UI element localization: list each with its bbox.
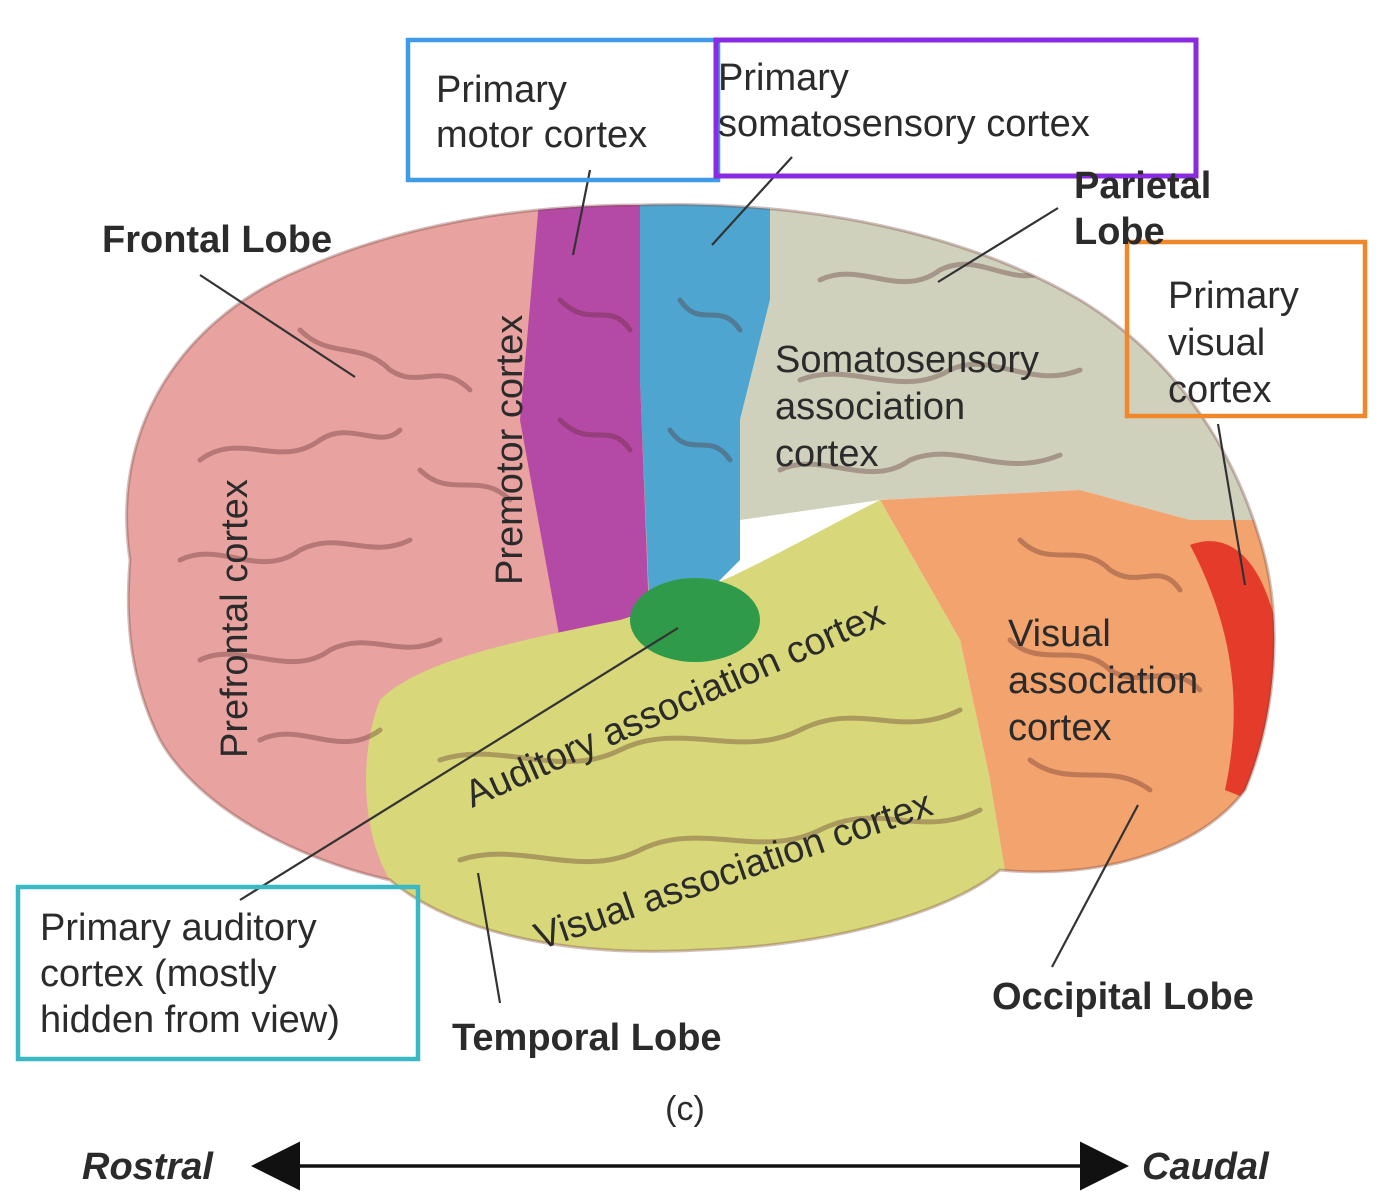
leader-lines <box>199 156 1247 1004</box>
caudal-label: Caudal <box>1142 1146 1270 1188</box>
primary-somatosensory-label: Primary somatosensory cortex <box>718 57 1090 145</box>
primary-visual-cortex-region <box>1190 541 1275 800</box>
somatosensory-association-label: Somatosensory association cortex <box>775 339 1050 475</box>
primary-auditory-label-line: hidden from view) <box>40 999 340 1041</box>
primary-motor-label-line: Primary <box>436 69 567 111</box>
primary-somatosensory-box <box>713 37 1199 179</box>
primary-auditory-cortex-region <box>630 578 760 662</box>
primary-visual-label: Primary visual cortex <box>1168 275 1309 411</box>
primary-visual-box <box>1124 239 1368 419</box>
somatosensory-association-label-line: association <box>775 386 965 428</box>
prefrontal-cortex-label: Prefrontal cortex <box>214 479 256 758</box>
primary-auditory-box <box>15 884 421 1062</box>
primary-auditory-label-line: cortex (mostly <box>40 953 276 995</box>
brain-outline <box>125 203 1276 953</box>
primary-motor-label-line: motor cortex <box>436 114 647 156</box>
visual-association-occipital-label: Visual association cortex <box>1008 613 1209 749</box>
somatosensory-association-label-line: Somatosensory <box>775 339 1039 381</box>
primary-visual-label-line: Primary <box>1168 275 1299 317</box>
primary-visual-label-line: visual <box>1168 322 1265 364</box>
primary-motor-label: Primary motor cortex <box>436 69 647 156</box>
occipital-lobe-region <box>880 490 1275 900</box>
primary-somatosensory-label-line: Primary <box>718 57 849 99</box>
frontal-lobe-label: Frontal Lobe <box>102 219 332 261</box>
parietal-lobe-label-line: Lobe <box>1074 211 1165 253</box>
visual-association-occipital-label-line: cortex <box>1008 707 1111 749</box>
parietal-lobe-label-line: Parietal <box>1074 165 1211 207</box>
premotor-cortex-label: Premotor cortex <box>489 315 531 585</box>
temporal-lobe-label: Temporal Lobe <box>452 1017 722 1059</box>
temporal-lobe-region <box>366 500 1005 952</box>
primary-motor-cortex-region <box>640 204 790 620</box>
occipital-lobe-label: Occipital Lobe <box>992 976 1254 1018</box>
panel-label: (c) <box>665 1090 705 1128</box>
primary-auditory-label: Primary auditory cortex (mostly hidden f… <box>40 907 340 1041</box>
visual-association-occipital-label-line: association <box>1008 660 1198 702</box>
primary-somatosensory-label-line: somatosensory cortex <box>718 103 1090 145</box>
visual-association-occipital-label-line: Visual <box>1008 613 1111 655</box>
primary-auditory-label-line: Primary auditory <box>40 907 317 949</box>
brain-regions <box>126 204 1275 952</box>
premotor-cortex-region <box>520 204 660 640</box>
primary-visual-label-line: cortex <box>1168 369 1271 411</box>
brain-folds <box>177 261 1203 865</box>
somatosensory-association-label-line: cortex <box>775 433 878 475</box>
parietal-lobe-label: Parietal Lobe <box>1074 165 1222 253</box>
rostral-label: Rostral <box>82 1146 214 1188</box>
